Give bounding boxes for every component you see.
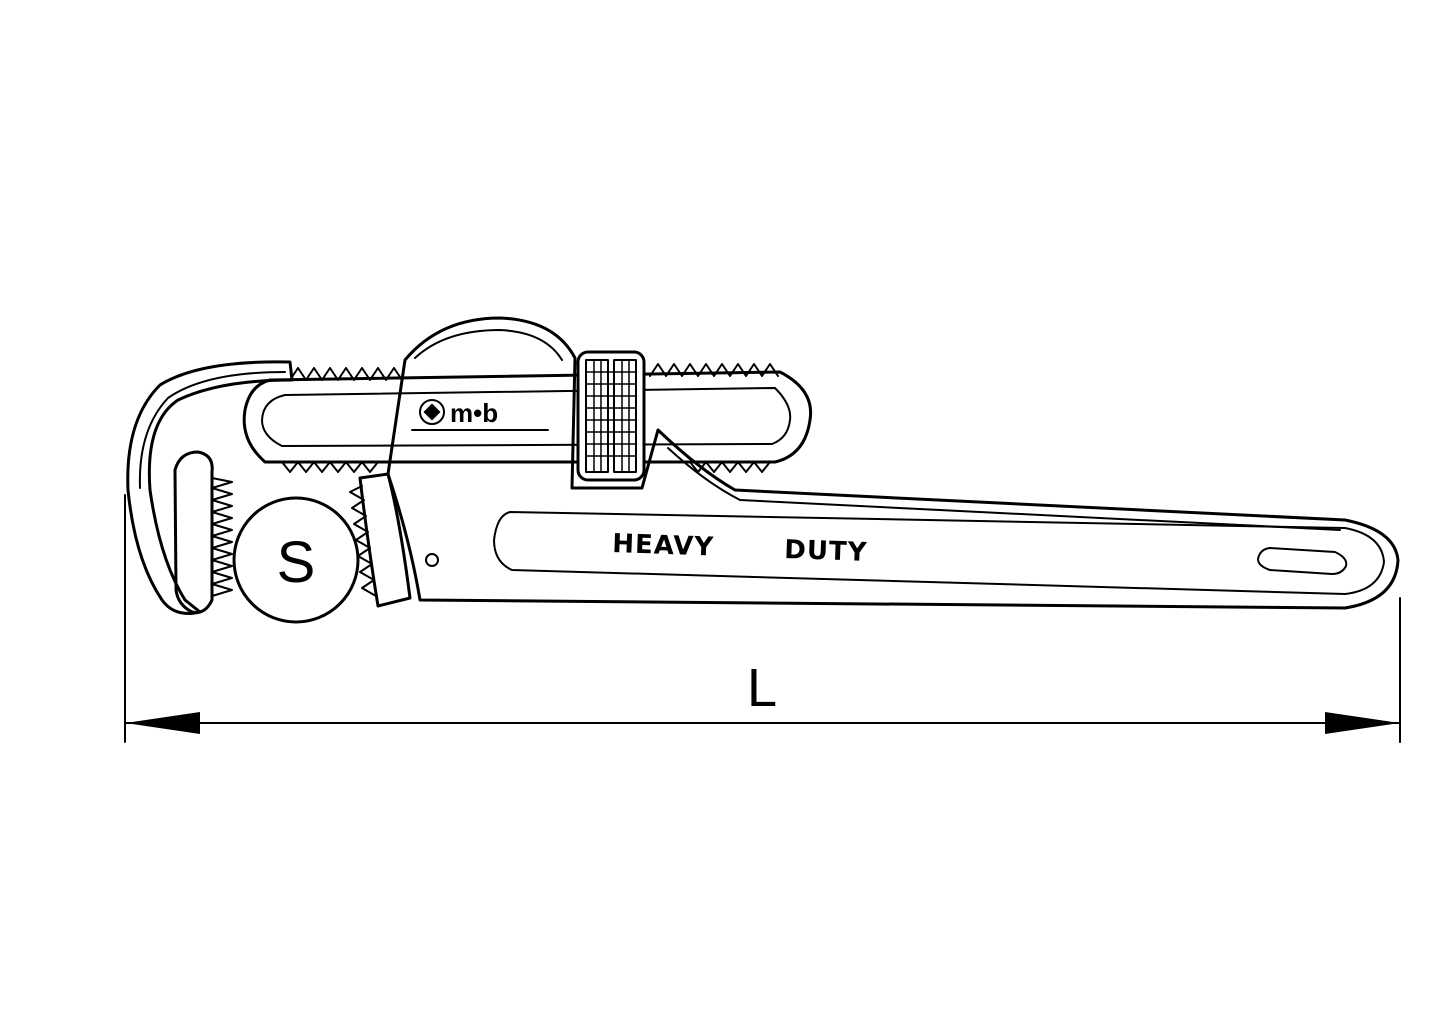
wrench-frame — [386, 316, 1400, 610]
brand-logo-text: m•b — [450, 398, 498, 428]
gear-logo-icon — [419, 399, 445, 425]
pipe-diameter-label: S — [277, 530, 316, 595]
handle-text-duty: DUTY — [784, 535, 868, 568]
brand-logo: m•b — [411, 398, 549, 431]
handle: HEAVY DUTY — [493, 511, 1385, 595]
heel-jaw — [349, 472, 412, 608]
length-label: L — [747, 658, 777, 718]
knurl-pattern — [586, 360, 636, 472]
arrowhead-right — [1325, 712, 1400, 734]
rack-teeth-bottom — [281, 461, 771, 473]
adjusting-nut — [576, 350, 646, 482]
hang-hole — [1257, 547, 1348, 575]
hook-jaw — [126, 360, 294, 615]
pipe-section: S — [232, 496, 360, 624]
hook-jaw-teeth — [211, 477, 233, 597]
arrowhead-left — [125, 712, 200, 734]
rack-bar — [242, 363, 813, 473]
length-dimension: L — [124, 494, 1401, 743]
rack-teeth-top — [289, 363, 779, 381]
heel-jaw-teeth — [349, 485, 377, 597]
rivet — [425, 553, 439, 567]
handle-text-heavy: HEAVY — [612, 529, 715, 563]
